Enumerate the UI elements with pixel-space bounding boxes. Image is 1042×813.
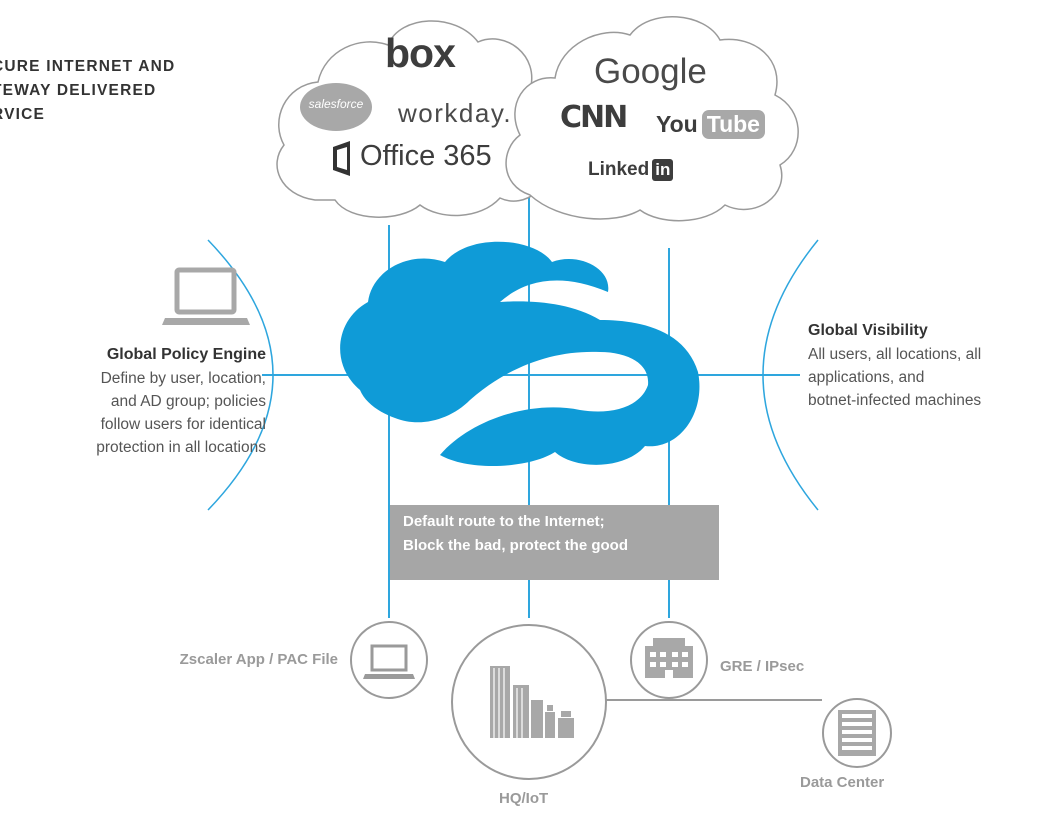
youtube-logo-you: You	[656, 111, 698, 137]
right-arc	[762, 239, 819, 511]
global-policy-engine-panel: Global Policy Engine Define by user, loc…	[96, 343, 266, 459]
buildings-icon-windows	[493, 668, 523, 738]
visibility-desc-line-1: All users, all locations, all	[808, 346, 982, 363]
office365-logo: Office 365	[360, 140, 492, 172]
global-visibility-title: Global Visibility	[808, 322, 928, 339]
workday-logo: workday.	[398, 98, 513, 128]
page-title-line-2: TEWAY DELIVERED	[0, 82, 157, 99]
salesforce-logo: salesforce	[308, 97, 364, 111]
saas-clouds	[276, 15, 799, 222]
right-saas-cloud	[505, 15, 799, 222]
policy-desc-line-2: and AD group; policies	[110, 393, 266, 410]
hq-iot-label: HQ/IoT	[499, 790, 549, 807]
visibility-desc-line-2: applications, and	[808, 369, 925, 386]
office365-icon	[333, 141, 350, 176]
buildings-icon	[490, 666, 574, 738]
page-title-line-3: RVICE	[0, 106, 46, 123]
server-icon	[838, 710, 876, 756]
visibility-desc-line-3: botnet-infected machines	[808, 392, 982, 409]
global-policy-engine-title: Global Policy Engine	[106, 346, 266, 363]
left-arc	[207, 239, 274, 511]
global-visibility-panel: Global Visibility All users, all locatio…	[808, 319, 981, 412]
route-banner-bg	[390, 505, 719, 580]
box-logo: box	[385, 30, 456, 76]
zscaler-app-label: Zscaler App / PAC File	[179, 651, 338, 668]
banner-line-1: Default route to the Internet;	[403, 513, 605, 530]
page-title-line-1: CURE INTERNET AND	[0, 58, 176, 75]
gre-ipsec-label: GRE / IPsec	[720, 658, 805, 675]
youtube-logo-tube: Tube	[701, 110, 765, 139]
cnn-logo: CNN	[560, 100, 628, 135]
linkedin-logo-in: in	[652, 159, 674, 181]
policy-desc-line-4: protection in all locations	[96, 439, 266, 456]
google-logo: Google	[594, 52, 707, 91]
office-building-icon	[645, 638, 693, 678]
policy-desc-line-3: follow users for identical	[100, 416, 266, 433]
data-center-label: Data Center	[800, 774, 885, 791]
zscaler-cloud-logo	[340, 241, 700, 467]
route-banner: Default route to the Internet; Block the…	[390, 510, 690, 558]
policy-desc-line-1: Define by user, location,	[100, 370, 266, 387]
salesforce-logo-badge: salesforce	[300, 83, 372, 131]
linkedin-logo-text: Linked	[588, 159, 650, 180]
laptop-icon	[162, 267, 250, 325]
banner-line-2: Block the bad, protect the good	[403, 537, 629, 554]
app-laptop-icon	[363, 644, 415, 679]
